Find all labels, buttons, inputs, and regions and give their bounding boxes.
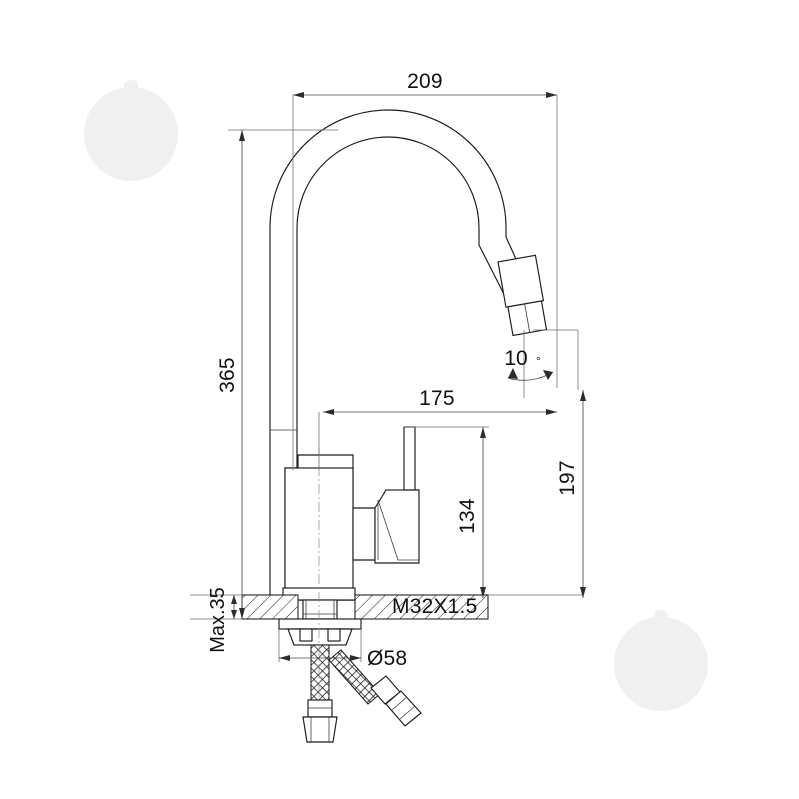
- dimension-label-365: 365: [216, 357, 239, 393]
- dimension-label-209: 209: [407, 70, 443, 93]
- dimension-angle-10: 10 °: [504, 329, 579, 398]
- faucet-handle-mount: [352, 507, 376, 561]
- dimension-175: 175: [318, 387, 557, 470]
- dimension-label-diameter58: Ø58: [367, 647, 407, 670]
- dimension-label-angle: 10: [504, 347, 527, 370]
- dimension-label-197: 197: [556, 460, 579, 496]
- degree-symbol: °: [536, 354, 541, 368]
- faucet-supply-hoses: [302, 644, 422, 743]
- dimension-134: 134: [404, 426, 489, 598]
- dimension-label-max35: Max.35: [207, 587, 229, 653]
- faucet-threaded-shank: [302, 599, 338, 620]
- logo-watermark-top-left: [84, 80, 178, 181]
- dimension-label-175: 175: [419, 387, 455, 410]
- logo-watermark-bottom-right: [614, 610, 708, 711]
- dimension-365: 365: [216, 129, 338, 619]
- dimension-label-134: 134: [456, 498, 479, 534]
- dimension-max35: Max.35: [207, 587, 237, 653]
- dimension-label-thread: M32X1.5: [392, 595, 477, 618]
- dimension-209: 209: [292, 70, 558, 470]
- dimension-diameter58: Ø58: [278, 629, 407, 670]
- faucet-lever-handle: [374, 426, 420, 564]
- faucet-nozzle-head: [497, 254, 548, 337]
- countertop-deck-section: [190, 594, 583, 620]
- callout-thread: M32X1.5: [392, 595, 477, 618]
- faucet-mounting-nut: [278, 618, 362, 646]
- dimension-197: 197: [556, 390, 586, 598]
